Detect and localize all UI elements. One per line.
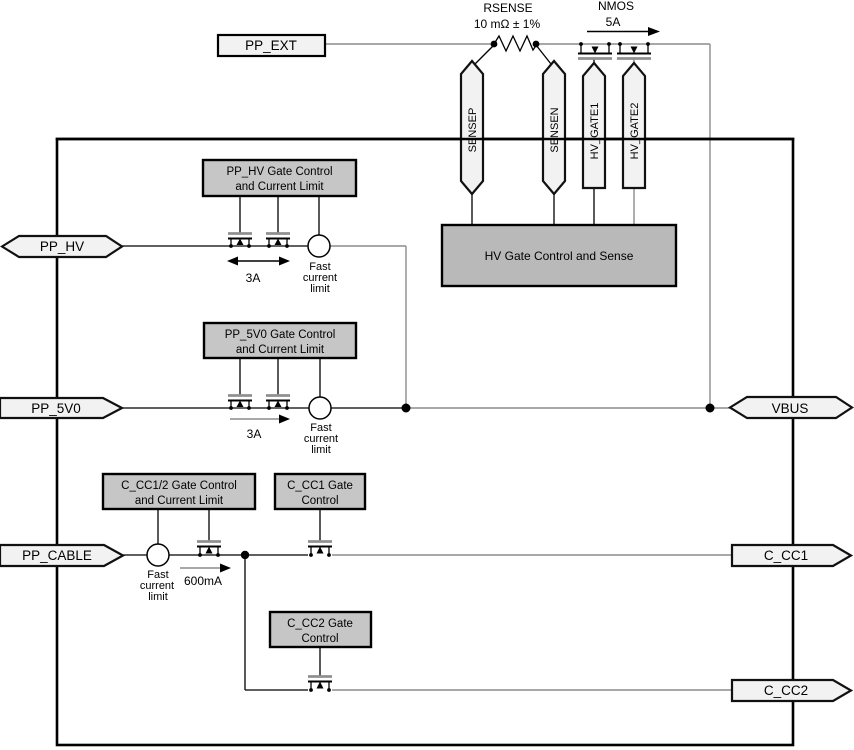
c-cc2-label: C_CC2 (764, 683, 808, 698)
fcl-text-3: limit (310, 283, 330, 295)
c-cc2-gc-line2: Control (301, 633, 338, 645)
fcl-text-2: current (140, 580, 174, 592)
pin-c-cc1 (730, 543, 854, 568)
nmos-pair-top: NMOS 5A (578, 0, 660, 60)
chip-boundary (55, 137, 795, 747)
c-cc12-gc-line2: and Current Limit (135, 495, 224, 507)
pp-hv-limit-label: 3A (246, 271, 261, 285)
c-cc1-gc-line1: C_CC1 Gate (287, 480, 353, 492)
pp-5v0-label: PP_5V0 (31, 401, 81, 416)
pp-5v0-gate-control-block: PP_5V0 Gate Control and Current Limit (202, 321, 358, 360)
pp-hv-gate-control-block: PP_HV Gate Control and Current Limit (201, 158, 358, 198)
rsense-resistor: RSENSE 10 mΩ ± 1% (474, 1, 541, 53)
top-pins (459, 59, 647, 196)
rsense-label: RSENSE (483, 1, 532, 15)
c-cc1-label: C_CC1 (764, 548, 808, 563)
pin-vbus (727, 395, 854, 420)
rsense-value: 10 mΩ ± 1% (474, 17, 541, 31)
c-cc1-switch (308, 540, 332, 557)
nmos-current-label: 5A (606, 15, 621, 29)
fcl-text-2: current (304, 433, 338, 445)
c-cc12-gc-line1: C_CC1/2 Gate Control (121, 480, 237, 492)
sensep-label: SENSEP (467, 108, 479, 153)
nmos-label: NMOS (598, 0, 634, 13)
pin-pp-5v0 (0, 396, 125, 420)
side-pins: PP_HV PP_5V0 PP_CABLE VBUS C_CC1 C_CC2 (0, 234, 854, 703)
pp-5v0-fast-current-limit: Fast current limit (304, 396, 338, 456)
pp-cable-switch: 600mA (180, 540, 231, 588)
fcl-text-2: current (303, 272, 337, 284)
pp-cable-fast-current-limit: Fast current limit (140, 543, 174, 603)
sensen-label: SENSEN (549, 107, 561, 152)
pp-hv-fast-current-limit: Fast current limit (303, 234, 337, 295)
fcl-text-1: Fast (309, 261, 330, 273)
hv-gate-control-block: HV Gate Control and Sense (440, 223, 678, 288)
junction-dots (240, 403, 715, 560)
limit-arrow-left (227, 256, 238, 266)
limit-arrow-right (279, 256, 290, 266)
pp-5v0-switch-pair: 3A (228, 394, 290, 441)
pp-cable-label: PP_CABLE (22, 548, 92, 563)
current-direction-arrow (648, 27, 660, 36)
fcl-text-1: Fast (310, 422, 331, 434)
pp-hv-label: PP_HV (40, 239, 84, 254)
c-cc12-gate-control-block: C_CC1/2 Gate Control and Current Limit (101, 472, 257, 511)
pin-sensep (459, 59, 485, 196)
fcl-text-3: limit (311, 444, 331, 456)
pp-5v0-gc-line2: and Current Limit (236, 344, 325, 356)
pin-sensen (541, 59, 567, 196)
junction-dot (532, 40, 540, 48)
junction-dot (490, 40, 498, 48)
pin-hv-gate2 (621, 61, 647, 190)
pp-5v0-limit-label: 3A (247, 427, 262, 441)
pp-cable-limit-label: 600mA (184, 574, 222, 588)
pp-hv-gc-line1: PP_HV Gate Control (226, 166, 332, 178)
pp-5v0-gc-line1: PP_5V0 Gate Control (225, 329, 336, 341)
fcl-text-1: Fast (147, 569, 168, 581)
pp-hv-switch-pair: 3A (227, 232, 290, 285)
pin-hv-gate1 (581, 61, 607, 190)
limit-arrow (220, 563, 231, 573)
hv-gate-control-label: HV Gate Control and Sense (485, 249, 634, 263)
hv-gate1-label: HV_GATE1 (589, 103, 601, 160)
c-cc2-gc-line1: C_CC2 Gate (287, 618, 353, 630)
fcl-text-3: limit (148, 591, 168, 603)
pp-hv-gc-line2: and Current Limit (235, 181, 324, 193)
c-cc1-gc-line2: Control (301, 495, 338, 507)
vbus-label: VBUS (772, 401, 809, 416)
pin-pp-cable (0, 543, 126, 568)
limit-arrow (279, 414, 290, 424)
c-cc2-gate-control-block: C_CC2 Gate Control (268, 610, 373, 649)
wires (120, 43, 732, 691)
pp-ext-block: PP_EXT (216, 33, 327, 58)
pin-pp-hv (0, 234, 125, 259)
hv-gate2-label: HV_GATE2 (629, 103, 641, 160)
c-cc2-switch (308, 675, 332, 692)
c-cc1-gate-control-block: C_CC1 Gate Control (273, 472, 367, 511)
pp-ext-label: PP_EXT (245, 38, 297, 53)
pin-c-cc2 (730, 678, 854, 703)
top-pin-labels: SENSEP SENSEN HV_GATE1 HV_GATE2 (467, 103, 641, 160)
